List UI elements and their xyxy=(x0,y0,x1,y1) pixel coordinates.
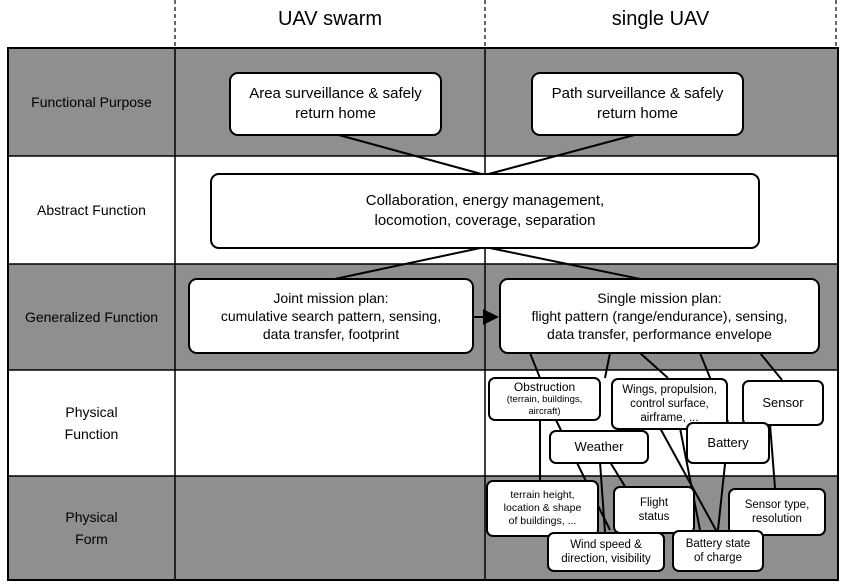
path-surveillance-box: Path surveillance & safely return home xyxy=(531,72,744,136)
sensor-type-box: Sensor type, resolution xyxy=(728,488,826,536)
obstruction-detail: (terrain, buildings, aircraft) xyxy=(506,394,583,417)
row-label-abstract-function: Abstract Function xyxy=(37,202,146,218)
flight-status-box: Flight status xyxy=(613,486,695,534)
area-surveillance-text: Area surveillance & safely return home xyxy=(249,85,422,122)
row-label-functional-purpose: Functional Purpose xyxy=(31,94,152,110)
wings-text: Wings, propulsion, control surface, airf… xyxy=(622,384,717,424)
column-header-uav-swarm: UAV swarm xyxy=(277,8,383,30)
row-label-generalized-function: Generalized Function xyxy=(24,309,159,325)
weather-box: Weather xyxy=(549,430,649,464)
column-header-single-uav: single UAV xyxy=(611,8,710,30)
battery-text: Battery xyxy=(707,435,749,450)
flight-status-text: Flight status xyxy=(638,497,670,523)
joint-mission-text: Joint mission plan: cumulative search pa… xyxy=(220,290,442,342)
single-mission-box: Single mission plan: flight pattern (ran… xyxy=(499,278,820,354)
battery-state-box: Battery state of charge xyxy=(672,530,764,572)
single-mission-text: Single mission plan: flight pattern (ran… xyxy=(531,290,788,342)
row-label-physical-form: Physical Form xyxy=(65,509,118,547)
battery-state-text: Battery state of charge xyxy=(685,538,751,564)
obstruction-title: Obstruction xyxy=(513,380,576,394)
path-surveillance-text: Path surveillance & safely return home xyxy=(551,85,724,122)
area-surveillance-box: Area surveillance & safely return home xyxy=(229,72,442,136)
collaboration-box: Collaboration, energy management, locomo… xyxy=(210,173,760,249)
row-label-physical-function: Physical Function xyxy=(64,404,119,442)
sensor-box: Sensor xyxy=(742,380,824,426)
obstruction-box: Obstruction (terrain, buildings, aircraf… xyxy=(488,377,601,421)
collaboration-text: Collaboration, energy management, locomo… xyxy=(365,192,605,229)
sensor-text: Sensor xyxy=(762,395,804,410)
joint-mission-box: Joint mission plan: cumulative search pa… xyxy=(188,278,474,354)
terrain-height-text: terrain height, location & shape of buil… xyxy=(503,489,582,527)
battery-box: Battery xyxy=(686,422,770,464)
sensor-type-text: Sensor type, resolution xyxy=(744,499,810,525)
wind-speed-text: Wind speed & direction, visibility xyxy=(561,539,651,565)
terrain-height-box: terrain height, location & shape of buil… xyxy=(486,480,599,537)
wind-speed-box: Wind speed & direction, visibility xyxy=(547,532,665,572)
wings-box: Wings, propulsion, control surface, airf… xyxy=(611,378,728,430)
weather-text: Weather xyxy=(574,439,624,454)
